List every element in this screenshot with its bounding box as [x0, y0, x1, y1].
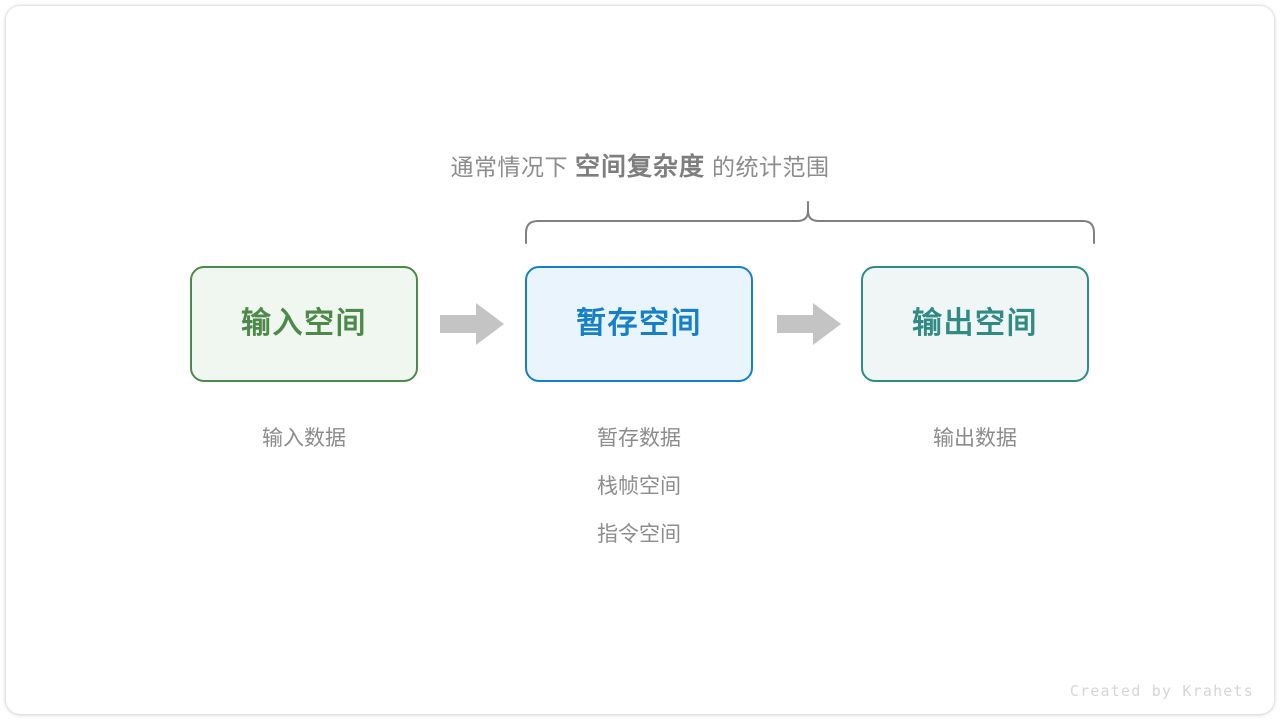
caption-emphasis: 空间复杂度	[574, 153, 705, 181]
box-temp-space[interactable]: 暂存空间	[525, 266, 753, 382]
box-temp-space-label: 暂存空间	[576, 307, 702, 340]
curly-brace-icon	[525, 201, 1095, 244]
sub-label: 输出数据	[933, 427, 1017, 450]
caption-suffix: 的统计范围	[712, 154, 830, 180]
caption-prefix: 通常情况下	[450, 154, 568, 180]
right-arrow-icon	[440, 303, 504, 345]
sub-labels-output: 输出数据	[861, 415, 1089, 463]
sub-label: 暂存数据	[597, 427, 681, 450]
right-arrow-icon	[777, 303, 841, 345]
sub-labels-temp: 暂存数据 栈帧空间 指令空间	[525, 415, 753, 559]
diagram-caption: 通常情况下空间复杂度的统计范围	[0, 150, 1280, 184]
box-input-space-label: 输入空间	[241, 307, 367, 340]
arrow-input-to-temp	[440, 303, 504, 345]
box-output-space[interactable]: 输出空间	[861, 266, 1089, 382]
box-input-space[interactable]: 输入空间	[190, 266, 418, 382]
sub-label: 输入数据	[262, 427, 346, 450]
sub-labels-input: 输入数据	[190, 415, 418, 463]
box-output-space-label: 输出空间	[912, 307, 1038, 340]
sub-label: 栈帧空间	[597, 475, 681, 498]
watermark-credit: Created by Krahets	[1069, 682, 1254, 700]
brace-container	[515, 193, 1105, 253]
arrow-temp-to-output	[777, 303, 841, 345]
sub-label: 指令空间	[597, 523, 681, 546]
